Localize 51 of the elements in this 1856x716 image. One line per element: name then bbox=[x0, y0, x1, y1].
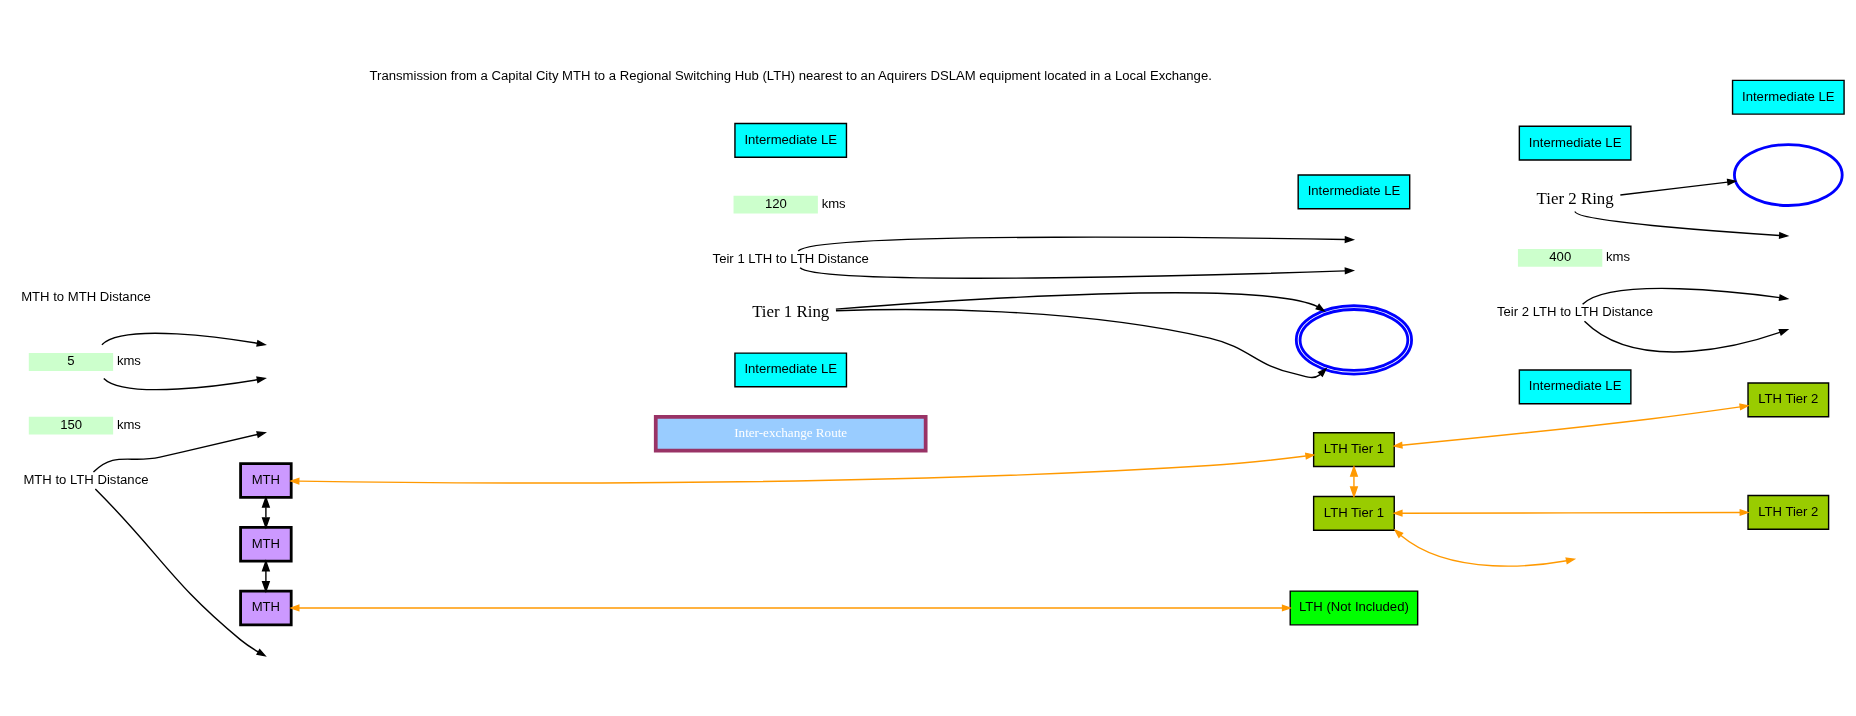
label: Transmission from a Capital City MTH to a Regional Switching Hub (LTH) nearest to an Aquirers DSLAM equipment located in a Local Exchange. bbox=[369, 68, 1212, 84]
node-box: Intermediate LE bbox=[1297, 174, 1411, 210]
arrow bbox=[1393, 528, 1577, 567]
node-box: 120 bbox=[733, 195, 818, 214]
arrow bbox=[94, 488, 267, 657]
arrow bbox=[92, 431, 267, 473]
node-ellipse bbox=[1733, 143, 1844, 207]
node-box: Intermediate LE bbox=[734, 352, 848, 388]
node-box: 150 bbox=[28, 416, 114, 435]
arrow bbox=[835, 308, 1328, 379]
arrow bbox=[797, 235, 1356, 252]
arrow bbox=[261, 559, 271, 594]
arrow bbox=[1581, 287, 1790, 306]
node-text: Teir 2 LTH to LTH Distance bbox=[1497, 304, 1654, 320]
node-text: Teir 1 LTH to LTH Distance bbox=[712, 250, 869, 266]
arrow bbox=[1392, 508, 1750, 517]
arrow bbox=[1349, 464, 1359, 499]
node-box: Inter-exchange Route bbox=[653, 414, 928, 453]
node-box: LTH Tier 1 bbox=[1312, 495, 1395, 531]
node-label: kms bbox=[116, 417, 141, 433]
node-box: 400 bbox=[1517, 249, 1603, 267]
node-box: LTH Tier 2 bbox=[1747, 382, 1830, 418]
arrow bbox=[101, 332, 267, 347]
node-box: LTH Tier 1 bbox=[1312, 432, 1395, 468]
arrow bbox=[835, 292, 1326, 313]
arrow bbox=[1392, 403, 1750, 449]
node-box: MTH bbox=[239, 526, 293, 563]
label: MTH to MTH Distance bbox=[21, 289, 151, 305]
node-label: kms bbox=[821, 196, 846, 212]
arrow bbox=[261, 495, 271, 530]
arrow bbox=[799, 267, 1356, 279]
node-label: kms bbox=[1606, 249, 1631, 265]
arrow bbox=[1574, 210, 1790, 240]
node-box: Intermediate LE bbox=[1518, 125, 1632, 161]
node-label: kms bbox=[116, 353, 141, 369]
arrow bbox=[289, 604, 1293, 612]
node-box: MTH bbox=[239, 462, 293, 499]
node-box: LTH (Not Included) bbox=[1289, 590, 1419, 626]
node-box: Intermediate LE bbox=[1731, 79, 1845, 115]
node-box: LTH Tier 2 bbox=[1747, 494, 1830, 530]
node-text: MTH to LTH Distance bbox=[23, 472, 149, 487]
node-box: Intermediate LE bbox=[734, 122, 848, 158]
node-box: Intermediate LE bbox=[1518, 369, 1632, 405]
node-text: Tier 1 Ring bbox=[752, 301, 830, 321]
node-box: MTH bbox=[239, 589, 293, 627]
arrow bbox=[289, 452, 1316, 485]
node-text: Tier 2 Ring bbox=[1536, 189, 1614, 209]
arrow bbox=[1619, 178, 1738, 196]
arrow bbox=[1583, 320, 1790, 353]
node-box: 5 bbox=[28, 353, 114, 371]
arrow bbox=[103, 376, 267, 391]
